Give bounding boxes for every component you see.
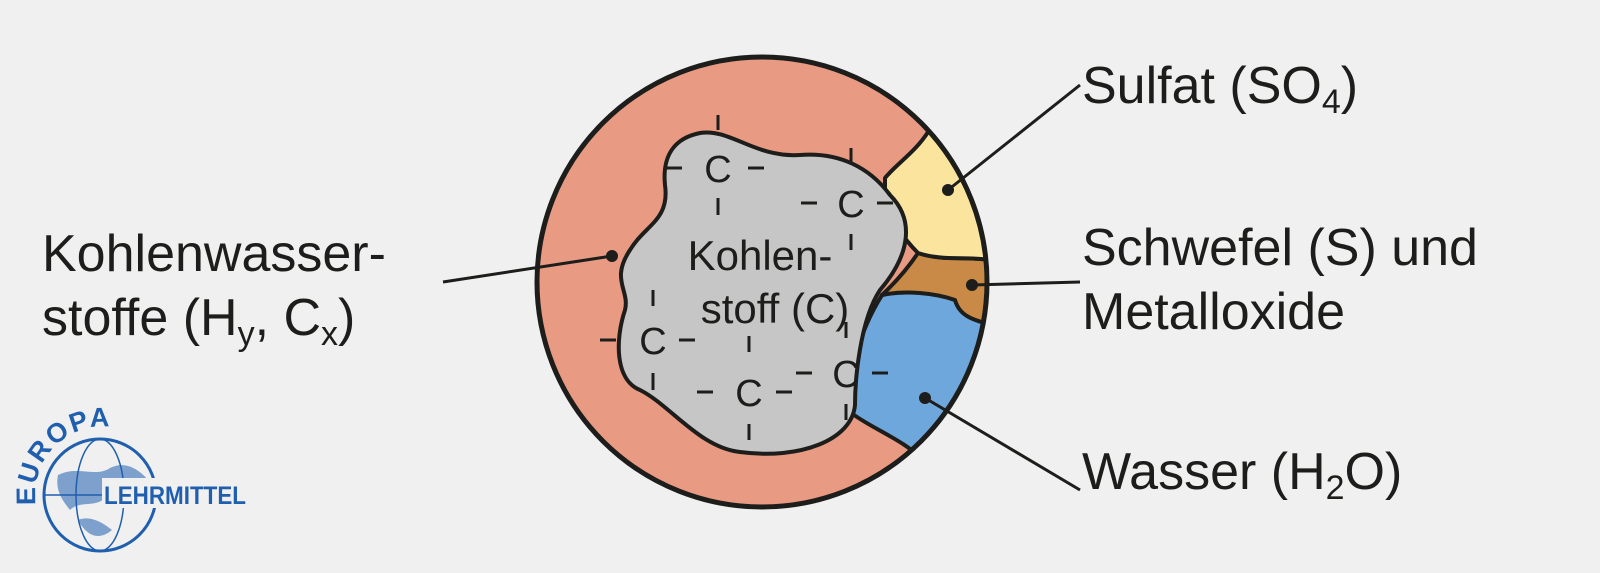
- carbon-bonds: [600, 115, 893, 440]
- label-sulfur-metal-oxides: Schwefel (S) und Metalloxide: [1082, 216, 1478, 344]
- label-hydrocarbons: Kohlenwasser- stoffe (Hy, Cx): [42, 222, 386, 353]
- label-water: Wasser (H2O): [1082, 443, 1403, 507]
- europa-lehrmittel-logo: EUROPA LEHRMITTEL: [11, 402, 250, 553]
- label-sulfur-line1: Schwefel (S) und: [1082, 219, 1478, 277]
- leader-sulfate: [947, 83, 1081, 192]
- carbon-atom-1: C: [704, 149, 731, 191]
- leader-water: [924, 396, 1081, 492]
- carbon-atom-5: C: [832, 354, 859, 396]
- carbon-label-line1: Kohlen-: [688, 232, 833, 279]
- carbon-atom-3: C: [639, 321, 666, 363]
- carbon-atom-2: C: [837, 184, 864, 226]
- leader-sulfur: [971, 280, 1081, 287]
- label-sulfate: Sulfat (SO4): [1082, 57, 1359, 121]
- leader-hydrocarbon: [442, 254, 613, 284]
- label-hydrocarbons-line1: Kohlenwasser-: [42, 225, 386, 283]
- marker-water: [919, 392, 931, 404]
- marker-hydrocarbon: [606, 250, 618, 262]
- marker-sulfur: [966, 279, 978, 291]
- marker-sulfate: [942, 184, 954, 196]
- carbon-atom-4: C: [735, 373, 762, 415]
- logo-text: LEHRMITTEL: [104, 482, 246, 510]
- carbon-label-line2: stoff (C): [701, 285, 850, 332]
- particle-outline: [534, 54, 990, 510]
- label-sulfur-line2: Metalloxide: [1082, 283, 1346, 341]
- carbon-core: [616, 130, 908, 456]
- label-hydrocarbons-line2: stoffe (Hy, Cx): [42, 289, 356, 353]
